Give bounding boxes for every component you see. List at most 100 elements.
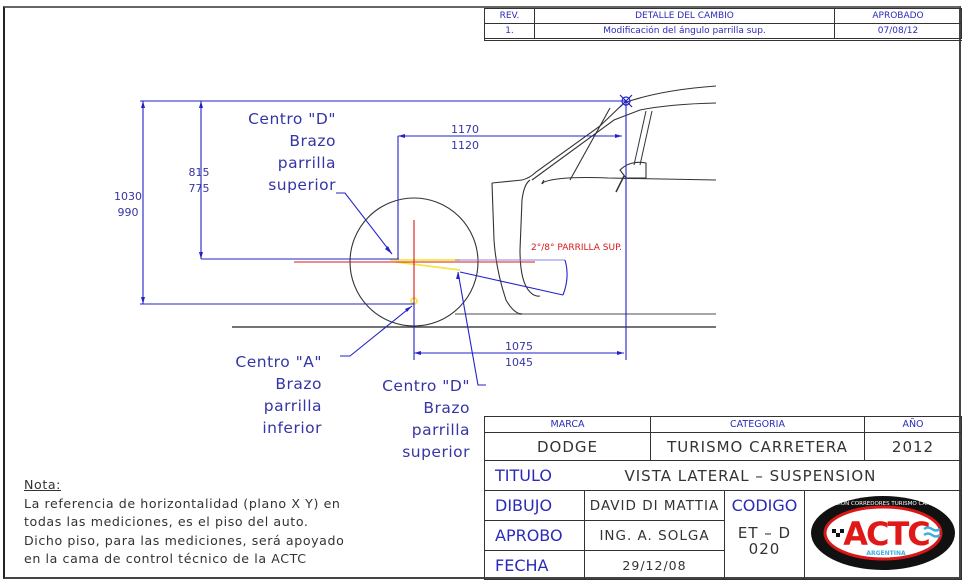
wave — [923, 532, 941, 538]
categoria-label: CATEGORIA — [650, 416, 865, 433]
note-line: en la cama de control técnico de la ACTC — [24, 551, 307, 566]
mirror — [619, 161, 647, 179]
title-block: MARCA CATEGORIA AÑO DODGE TURISMO CARRET… — [484, 416, 962, 580]
anio-value: 2012 — [864, 432, 962, 461]
checkered-flag-icon — [832, 529, 844, 537]
drawing-frame — [3, 6, 961, 579]
titulo-row: TITULO VISTA LATERAL – SUSPENSION — [484, 460, 962, 491]
door-top-line — [541, 176, 717, 185]
note-line: todas las mediciones, es el piso del aut… — [24, 514, 309, 529]
titulo-label: TITULO — [484, 460, 585, 491]
reference-point-marker — [619, 94, 633, 108]
waves-icon — [923, 526, 941, 538]
angle-arc — [562, 259, 568, 296]
title-block-top-table: MARCA CATEGORIA AÑO DODGE TURISMO CARRET… — [484, 416, 962, 461]
marker-stroke — [619, 94, 633, 108]
label-line: Brazo — [275, 375, 322, 393]
arrow — [615, 134, 622, 138]
leader-centro-d-bottom — [457, 271, 486, 386]
rev-detail: Modificación del ángulo parrilla sup. — [534, 23, 835, 39]
ref-angle — [395, 261, 461, 271]
rev-approved-date: 07/08/12 — [834, 23, 962, 39]
dim-1170-secondary: 1120 — [451, 139, 479, 152]
label-centro-d-top: Centro "D" Brazo parrilla superior — [236, 108, 336, 196]
wave — [923, 526, 941, 532]
revision-table: REV. DETALLE DEL CAMBIO APROBADO 1. Modi… — [484, 8, 962, 39]
fecha-label: FECHA — [484, 550, 585, 580]
label-line: Centro "D" — [248, 110, 336, 128]
note-block: Nota: La referencia de horizontalidad (p… — [24, 476, 344, 569]
note-line: La referencia de horizontalidad (plano X… — [24, 495, 341, 511]
label-line: parrilla — [277, 154, 336, 172]
dim-815-secondary: 775 — [189, 182, 210, 195]
aprobo-row: APROBO ING. A. SOLGA ET – D 020 — [484, 520, 962, 580]
car-body-outline — [491, 85, 717, 315]
aprobo-label: APROBO — [484, 520, 585, 551]
arrow — [199, 101, 203, 108]
label-centro-a: Centro "A" Brazo parrilla inferior — [222, 351, 322, 439]
reference-lines — [390, 259, 461, 305]
codigo-value: ET – D 020 — [724, 520, 805, 580]
flag-square — [840, 529, 844, 533]
marker-circle — [621, 96, 631, 106]
dibujo-value: DAVID DI MATTIA — [584, 490, 725, 521]
logo-inner-field — [823, 505, 943, 561]
dim-815-primary: 815 — [189, 166, 210, 179]
dim-1075-secondary: 1045 — [505, 356, 533, 369]
arrow — [385, 246, 392, 254]
a-pillar — [569, 107, 611, 181]
titulo-value: VISTA LATERAL – SUSPENSION — [584, 460, 962, 491]
categoria-value: TURISMO CARRETERA — [650, 432, 865, 461]
dimension-arrows — [141, 101, 624, 355]
arrow — [141, 297, 145, 304]
label-line: parrilla — [411, 421, 470, 439]
arrow — [405, 306, 412, 312]
title-block-value-row: DODGE TURISMO CARRETERA 2012 — [484, 432, 962, 461]
logo-ring-text: ASOCIACION CORREDORES TURISMO CARRETERA — [815, 501, 952, 507]
mirror-stem — [615, 175, 625, 193]
door-front-edge — [519, 179, 541, 297]
dibujo-label: DIBUJO — [484, 490, 585, 521]
angle-label: 2°/8° PARRILLA SUP. — [531, 243, 622, 253]
label-line: Brazo — [289, 132, 336, 150]
dim-1030-secondary: 990 — [118, 206, 139, 219]
note-title: Nota: — [24, 477, 62, 492]
windshield-inner — [531, 102, 717, 181]
flag-square — [832, 529, 836, 533]
note-line: Dicho piso, para las mediciones, será ap… — [24, 532, 345, 548]
dibujo-row: DIBUJO DAVID DI MATTIA CODIGO ASOCIACION… — [484, 490, 962, 580]
rev-number: 1. — [484, 23, 535, 39]
actc-logo-cell: ASOCIACION CORREDORES TURISMO CARRETERA … — [804, 490, 962, 580]
leader-centro-a — [340, 305, 413, 357]
arrow — [199, 252, 203, 259]
label-line: Centro "A" — [235, 353, 322, 371]
axis-lines — [294, 220, 535, 302]
codigo-line-1: ET – D — [737, 523, 792, 542]
revision-row: 1. Modificación del ángulo parrilla sup.… — [484, 23, 962, 39]
actc-logo: ASOCIACION CORREDORES TURISMO CARRETERA … — [811, 496, 955, 570]
leader-centro-d-top — [336, 192, 393, 255]
fender-line — [491, 182, 523, 315]
revision-table-bottom-line — [484, 40, 962, 41]
title-row-table: TITULO VISTA LATERAL – SUSPENSION — [484, 460, 962, 491]
label-line: Brazo — [423, 399, 470, 417]
codigo-line-2: 020 — [748, 539, 781, 558]
dimension-lines — [140, 100, 627, 386]
label-line: superior — [268, 176, 336, 194]
aprobo-value: ING. A. SOLGA — [584, 520, 725, 551]
arrow — [456, 272, 460, 279]
revision-table-left-line — [484, 8, 485, 41]
window-frame-inner — [639, 110, 653, 166]
label-centro-d-bottom: Centro "D" Brazo parrilla superior — [370, 375, 470, 463]
marca-value: DODGE — [484, 432, 651, 461]
label-line: superior — [402, 443, 470, 461]
label-line: parrilla — [263, 397, 322, 415]
fecha-row: FECHA 29/12/08 — [484, 550, 962, 580]
arrow — [398, 134, 405, 138]
dim-1075-primary: 1075 — [505, 340, 533, 353]
anio-label: AÑO — [864, 416, 962, 433]
signature-table: DIBUJO DAVID DI MATTIA CODIGO ASOCIACION… — [484, 490, 962, 580]
dim-1170-primary: 1170 — [451, 123, 479, 136]
windshield-outer — [491, 85, 717, 184]
